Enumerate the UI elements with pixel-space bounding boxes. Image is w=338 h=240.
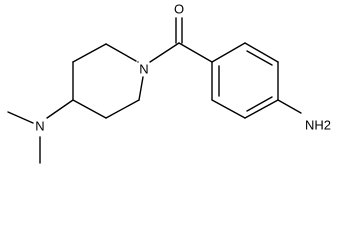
ring-bond-c5-c6 — [105, 99, 140, 119]
bond-c4-n — [46, 99, 74, 119]
aryl-bond-2 — [244, 42, 279, 63]
ring-bond-c6-n — [138, 76, 144, 101]
aryl-inner-double-1 — [246, 50, 273, 66]
oxygen-atom-label: O — [174, 1, 184, 16]
benzene-ring — [211, 42, 279, 119]
aryl-bond-1 — [211, 42, 246, 63]
piperidine-ring — [72, 43, 144, 119]
bond-n-carbonyl-carbon — [149, 42, 180, 63]
bond-n-methyl-left — [7, 111, 34, 124]
bond-carbonyl-aryl — [178, 42, 213, 63]
dimethylamino-group — [7, 99, 74, 164]
bond-aryl-amine — [277, 99, 302, 114]
ring-bond-n-c2 — [105, 43, 137, 62]
carbonyl-group — [149, 17, 213, 63]
dimethylamino-nitrogen-atom-label: N — [35, 118, 44, 133]
aryl-bond-5 — [211, 99, 246, 119]
molecular-structure-diagram: O N N NH2 — [7, 1, 331, 164]
amide-nitrogen-atom-label: N — [139, 61, 148, 76]
amine-group-label: NH2 — [305, 117, 331, 132]
ring-bond-c4-c5 — [72, 99, 107, 119]
aryl-bond-4 — [244, 99, 279, 119]
aryl-inner-double-2 — [246, 96, 273, 112]
ring-bond-c2-c3 — [72, 43, 107, 63]
